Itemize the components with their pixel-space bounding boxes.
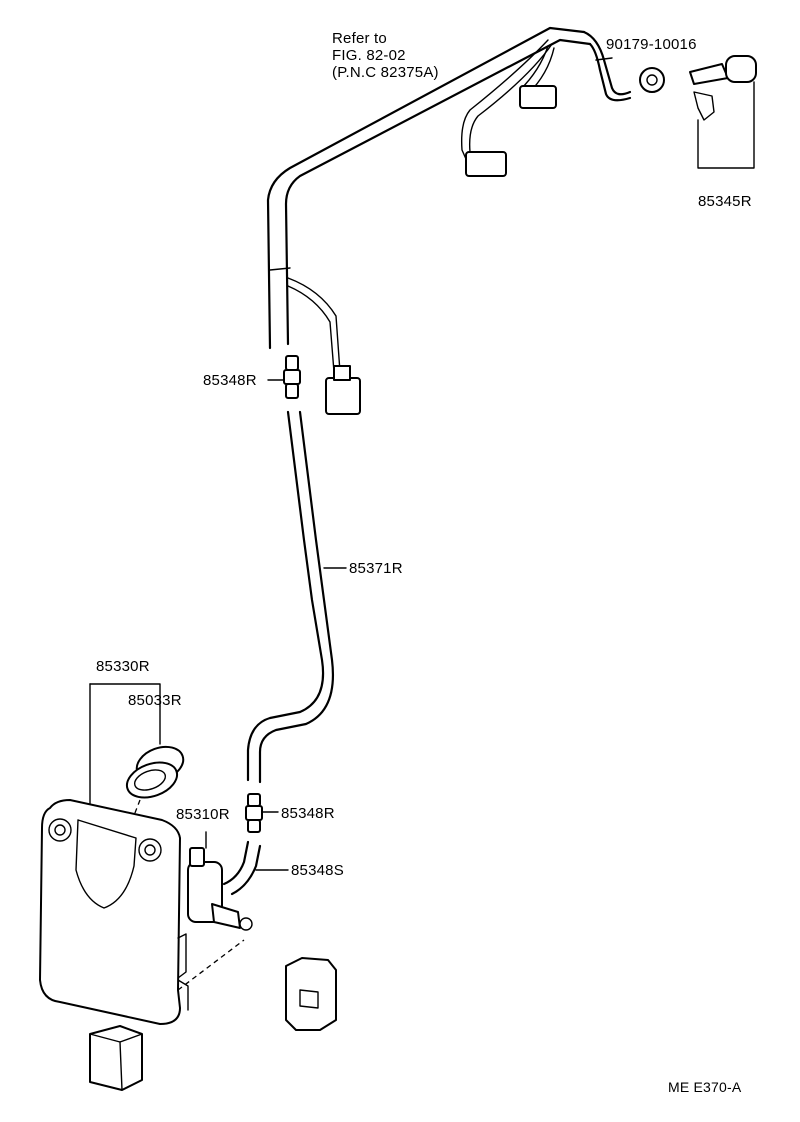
reference-line-1: Refer to	[332, 30, 387, 47]
label-85348R-upper: 85348R	[203, 372, 257, 389]
figure-code: ME E370-A	[668, 1079, 742, 1095]
wire-harness	[266, 26, 632, 373]
reference-line-3: (P.N.C 82375A)	[332, 64, 439, 81]
harness-connectors	[325, 85, 557, 415]
label-85033R: 85033R	[128, 692, 182, 709]
upper-joint	[267, 355, 301, 399]
loose-parts	[89, 957, 337, 1091]
assembly-line-pump	[177, 939, 245, 991]
label-85345R: 85345R	[698, 193, 752, 210]
nozzle-assembly	[639, 55, 757, 169]
lower-joint	[245, 793, 279, 833]
label-85348R-lower: 85348R	[281, 805, 335, 822]
tank-85330R	[39, 799, 189, 1025]
reference-line-2: FIG. 82-02	[332, 47, 406, 64]
label-90179-10016: 90179-10016	[606, 36, 697, 53]
label-85330R: 85330R	[96, 658, 150, 675]
hose-85371R	[246, 410, 347, 784]
reference-note: Refer to FIG. 82-02 (P.N.C 82375A)	[332, 30, 439, 81]
label-85371R: 85371R	[349, 560, 403, 577]
pump-85310R	[187, 831, 253, 931]
cap-85033R	[125, 705, 185, 799]
label-85348S: 85348S	[291, 862, 344, 879]
bracket-85330R	[89, 683, 161, 707]
label-85310R: 85310R	[176, 806, 230, 823]
hose-85348S	[222, 840, 289, 896]
